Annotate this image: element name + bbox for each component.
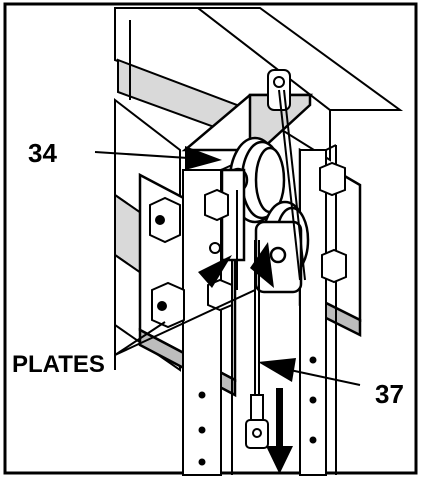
pulley-icon bbox=[220, 136, 286, 262]
bolt-icon bbox=[149, 161, 347, 329]
direction-arrow-icon bbox=[266, 388, 293, 474]
right-upright bbox=[299, 144, 337, 476]
cable-end-fitting bbox=[245, 394, 269, 449]
callout-plates: PLATES bbox=[12, 351, 105, 378]
pointer-37 bbox=[258, 358, 361, 386]
pointer-34 bbox=[94, 146, 222, 170]
pointer-plates bbox=[114, 242, 274, 356]
callout-37: 37 bbox=[375, 379, 404, 409]
callout-34: 34 bbox=[28, 138, 57, 168]
